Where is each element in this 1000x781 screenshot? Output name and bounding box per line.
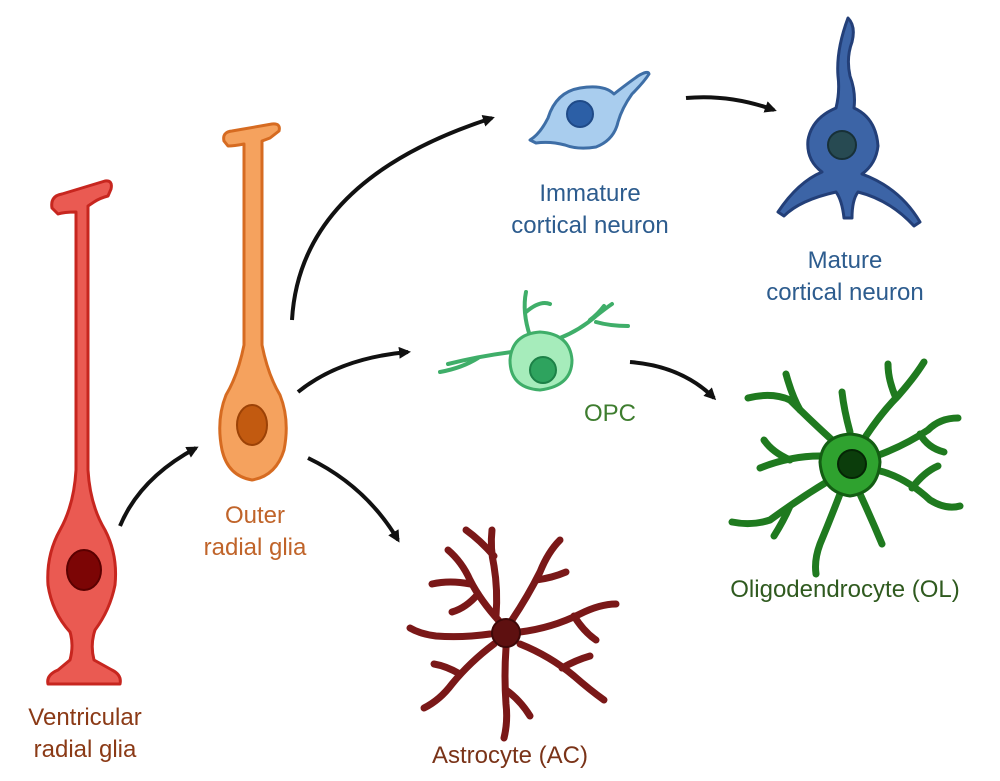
label-oligodendrocyte: Oligodendrocyte (OL) [700,574,990,606]
ventricular-radial-glia-cell-icon [46,179,122,686]
arrow-org-to-immature [290,115,495,321]
arrow-vrg-to-org [118,446,199,527]
label-line: cortical neuron [766,279,924,306]
label-line: OPC [583,400,636,427]
label-line: radial glia [33,736,137,763]
label-line: Oligodendrocyte (OL) [730,576,960,603]
outer-radial-glia-cell-icon [218,122,288,482]
arrow-opc-to-oligodendrocyte [629,360,717,401]
oligodendrocyte-cell-icon [728,358,964,578]
label-mature-cortical-neuron: Mature cortical neuron [740,245,950,309]
label-line: Mature [807,247,883,274]
label-ventricular-radial-glia: Ventricular radial glia [0,702,170,766]
label-outer-radial-glia: Outer radial glia [180,500,330,564]
mature-neuron-cell-icon [776,16,922,228]
label-line: radial glia [203,534,307,561]
astrocyte-cell-icon [406,526,620,742]
immature-neuron-cell-icon [528,70,651,150]
label-line: cortical neuron [511,212,669,239]
label-opc: OPC [560,398,660,430]
label-immature-cortical-neuron: Immature cortical neuron [485,178,695,242]
arrow-org-to-astrocyte [307,456,400,543]
label-line: Immature [539,180,641,207]
label-line: Ventricular [28,704,142,731]
label-line: Astrocyte (AC) [431,742,589,769]
arrow-immature-to-mature [685,95,777,113]
opc-cell-icon [438,290,630,392]
label-line: Outer [224,502,286,529]
arrow-org-to-opc [296,346,411,394]
label-astrocyte: Astrocyte (AC) [410,740,610,772]
arrows [118,95,777,543]
